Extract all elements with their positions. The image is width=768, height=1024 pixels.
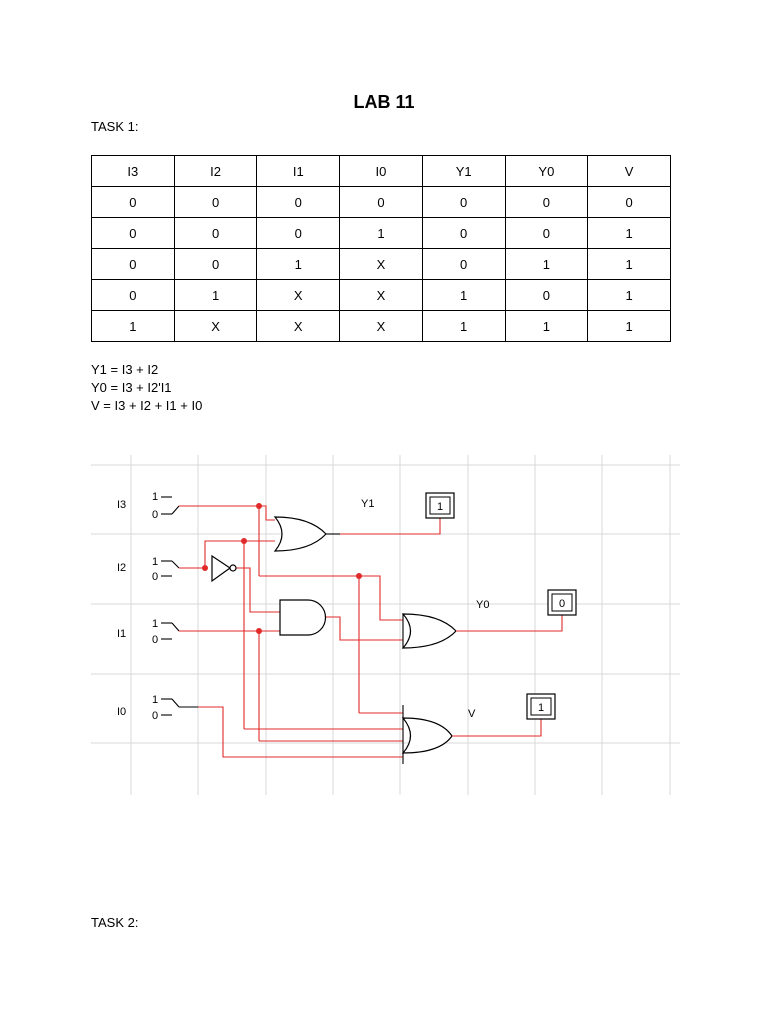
output-probe-v: 1 (526, 693, 556, 720)
table-row: 1 X X X 1 1 1 (91, 310, 671, 342)
output-label-y1: Y1 (361, 498, 374, 510)
task1-label: TASK 1: (91, 119, 139, 134)
table-cell: X (173, 310, 258, 342)
page-title: LAB 11 (353, 92, 415, 112)
truth-table: I3 I2 I1 I0 Y1 Y0 V 0 0 0 0 0 0 0 0 0 0 … (91, 155, 671, 342)
output-value: 1 (538, 702, 544, 714)
switch-i3[interactable]: 1 0 (152, 491, 198, 521)
input-label-i3: I3 (117, 499, 126, 511)
not-gate (211, 554, 237, 583)
table-cell: 1 (91, 310, 175, 342)
table-row: 0 0 0 1 0 0 1 (91, 217, 671, 249)
table-cell: 0 (256, 217, 341, 249)
table-cell: 1 (587, 310, 671, 342)
or-gate-y1 (273, 516, 340, 552)
table-cell: 1 (256, 248, 341, 280)
or-gate-y0 (401, 613, 457, 649)
table-cell: X (256, 279, 341, 311)
switch-high-label: 1 (152, 618, 158, 630)
equation-y0: Y0 = I3 + I2'I1 (91, 380, 172, 395)
equation-y1: Y1 = I3 + I2 (91, 362, 159, 377)
wires-i0 (198, 706, 403, 758)
junction-dot (256, 503, 262, 509)
output-value: 0 (559, 598, 565, 610)
table-cell: X (256, 310, 341, 342)
table-cell: X (339, 248, 423, 280)
input-label-i0: I0 (117, 706, 126, 718)
table-cell: 0 (256, 186, 341, 218)
switch-i1[interactable]: 1 0 (152, 618, 198, 646)
input-label-i2: I2 (117, 562, 126, 574)
table-cell: 0 (587, 186, 671, 218)
wire-y1-output (340, 518, 441, 535)
equation-v: V = I3 + I2 + I1 + I0 (91, 398, 203, 413)
switch-high-label: 1 (152, 694, 158, 706)
wire-v-output (452, 718, 542, 737)
table-cell: 1 (339, 217, 423, 249)
output-label-y0: Y0 (476, 599, 489, 611)
junction-dot (356, 573, 362, 579)
table-cell: 0 (421, 186, 506, 218)
switch-low-label: 0 (152, 634, 158, 646)
equations: Y1 = I3 + I2 Y0 = I3 + I2'I1 V = I3 + I2… (91, 361, 202, 415)
junction-dot (256, 628, 262, 634)
table-cell: X (339, 310, 423, 342)
switch-low-label: 0 (152, 571, 158, 583)
wire-y0-output (456, 614, 563, 632)
switch-low-label: 0 (152, 509, 158, 521)
switch-i2[interactable]: 1 0 (152, 556, 205, 583)
table-cell: 1 (504, 248, 589, 280)
table-cell: 1 (504, 310, 589, 342)
wires-i2 (202, 538, 403, 730)
switch-low-label: 0 (152, 710, 158, 722)
junction-dot (202, 565, 208, 571)
header-cell: I2 (173, 155, 258, 187)
output-label-v: V (468, 708, 476, 720)
output-value: 1 (437, 501, 443, 513)
table-row: 0 0 0 0 0 0 0 (91, 186, 671, 218)
switch-i0[interactable]: 1 0 (152, 694, 198, 722)
table-cell: 1 (421, 279, 506, 311)
output-probe-y1: 1 (425, 492, 455, 519)
table-cell: 0 (91, 248, 175, 280)
table-cell: 1 (421, 310, 506, 342)
task2-label: TASK 2: (91, 915, 139, 930)
switch-high-label: 1 (152, 556, 158, 568)
junction-dot (241, 538, 247, 544)
input-label-i1: I1 (117, 628, 126, 640)
wire-and-to-or (325, 616, 403, 641)
switch-high-label: 1 (152, 491, 158, 503)
output-probe-y0: 0 (547, 589, 577, 616)
table-cell: 0 (173, 186, 258, 218)
table-cell: 0 (504, 186, 589, 218)
wires-i1 (198, 628, 403, 742)
and-gate (279, 599, 327, 636)
or-gate-v (401, 705, 453, 764)
